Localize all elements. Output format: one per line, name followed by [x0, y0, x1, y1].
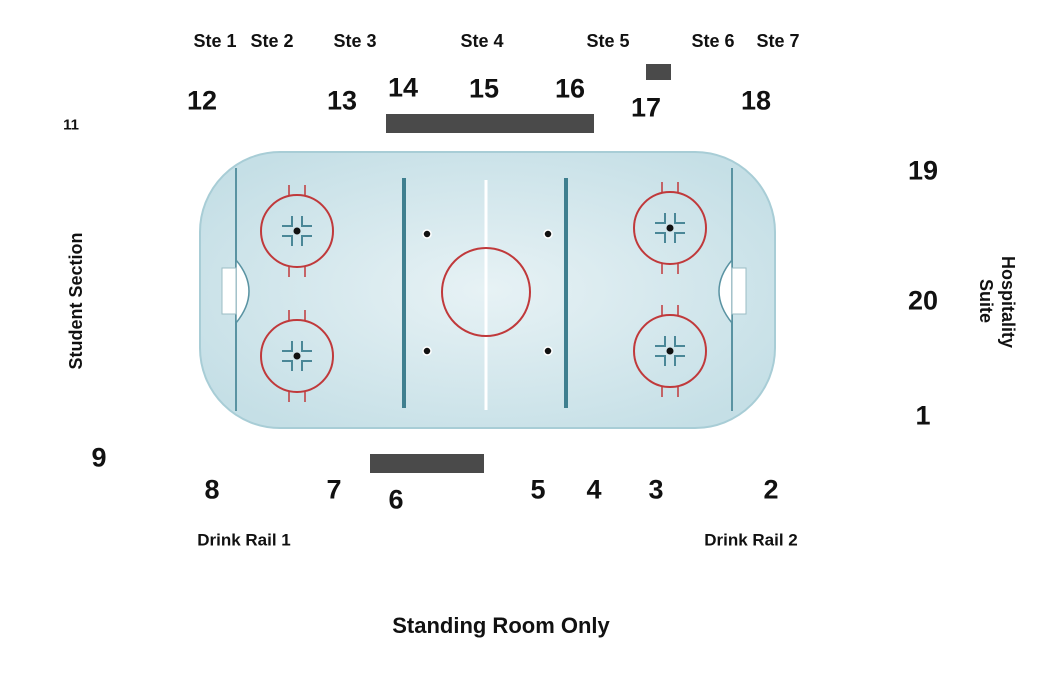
suite-4-label[interactable]: Ste 4: [460, 31, 504, 51]
seating-bar-top: [386, 114, 594, 133]
section-15[interactable]: 15: [468, 73, 500, 104]
section-7[interactable]: 7: [326, 474, 342, 505]
student-section-label[interactable]: Student Section: [66, 232, 86, 370]
suite-5-label[interactable]: Ste 5: [586, 31, 630, 51]
suite-6-label[interactable]: Ste 6: [691, 31, 735, 51]
faceoff-circle: [260, 185, 334, 277]
standing-room-only-label[interactable]: Standing Room Only: [392, 613, 610, 638]
faceoff-dot: [543, 346, 553, 356]
faceoff-circle: [633, 182, 707, 274]
hospitality-suite-label[interactable]: Hospitality Suite: [976, 256, 1018, 349]
goal-net-left: [221, 267, 237, 315]
suite-1-label[interactable]: Ste 1: [193, 31, 237, 51]
faceoff-dot: [422, 346, 432, 356]
goal-crease-right: [718, 257, 733, 326]
section-8[interactable]: 8: [204, 474, 220, 505]
suite-3-label[interactable]: Ste 3: [333, 31, 377, 51]
section-2[interactable]: 2: [763, 474, 779, 505]
section-9[interactable]: 9: [91, 442, 107, 473]
center-circle: [441, 247, 531, 337]
drink-rail-1-label[interactable]: Drink Rail 1: [197, 530, 291, 550]
faceoff-circles: [260, 182, 707, 402]
section-20[interactable]: 20: [907, 285, 939, 316]
section-18[interactable]: 18: [740, 85, 772, 116]
section-1[interactable]: 1: [915, 400, 931, 431]
seating-bar-bottom: [370, 454, 484, 473]
faceoff-circle: [633, 305, 707, 397]
seating-bar-17: [646, 64, 671, 80]
section-16[interactable]: 16: [554, 73, 586, 104]
drink-rail-2-label[interactable]: Drink Rail 2: [704, 530, 798, 550]
section-12[interactable]: 12: [186, 85, 218, 116]
faceoff-dot: [422, 229, 432, 239]
section-11[interactable]: 11: [63, 116, 79, 134]
goal-crease-left: [235, 257, 250, 326]
section-19[interactable]: 19: [907, 155, 939, 186]
section-4[interactable]: 4: [586, 474, 602, 505]
section-6[interactable]: 6: [388, 484, 404, 515]
section-3[interactable]: 3: [648, 474, 664, 505]
suite-2-label[interactable]: Ste 2: [250, 31, 294, 51]
faceoff-dot: [543, 229, 553, 239]
section-5[interactable]: 5: [530, 474, 546, 505]
suite-7-label[interactable]: Ste 7: [756, 31, 800, 51]
faceoff-circle: [260, 310, 334, 402]
section-17[interactable]: 17: [630, 92, 662, 123]
goal-net-right: [731, 267, 747, 315]
section-14[interactable]: 14: [387, 72, 419, 103]
section-13[interactable]: 13: [326, 85, 358, 116]
